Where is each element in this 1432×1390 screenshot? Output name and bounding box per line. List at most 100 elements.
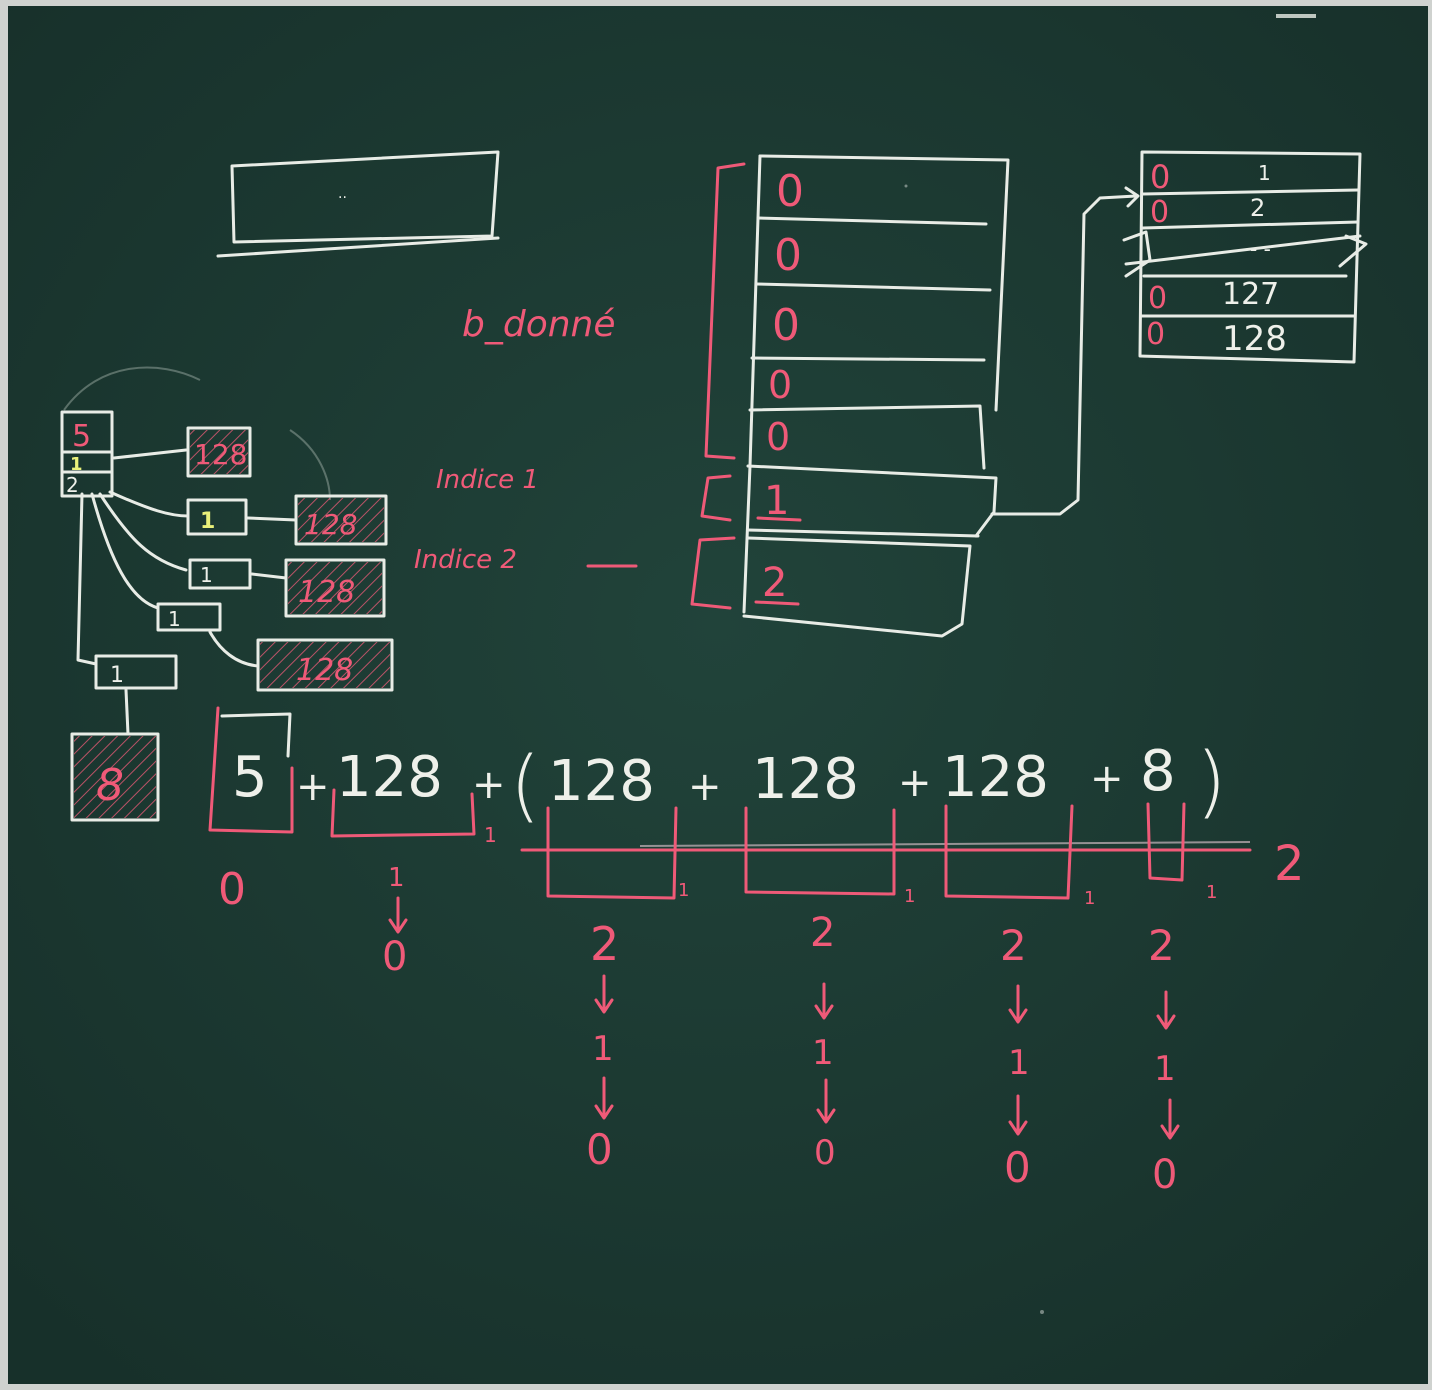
leaf-value-3: 128: [296, 653, 353, 688]
main-cell-5: 0: [766, 415, 790, 459]
seq2-two: 2: [810, 910, 835, 956]
indirect-block-2: [188, 558, 252, 590]
formula-close-paren: ): [1196, 737, 1226, 827]
leaf-block-2: [284, 558, 386, 618]
level1-block: [186, 426, 252, 478]
right-row-2-left: 0: [1150, 195, 1169, 230]
formula: 5 + 128 + ( 128 + 128 + 128 + 8 ) 1 2 1 …: [208, 706, 1305, 1198]
chalk-piece: [1276, 14, 1316, 18]
bracket-128a: [330, 788, 476, 838]
formula-plus-5: +: [1090, 756, 1124, 802]
main-cell-4: 0: [768, 363, 792, 407]
tag-8: 1: [1206, 882, 1217, 903]
sequence-column-1: 2 1 0: [586, 917, 619, 1174]
root-block: [60, 410, 114, 498]
indice2-bracket: [690, 536, 736, 610]
formula-plus-4: +: [898, 760, 932, 806]
level1-value: 128: [194, 438, 247, 471]
right-row-5-right: 128: [1222, 319, 1287, 359]
formula-open-paren: (: [510, 741, 540, 831]
right-row-3-right: - -: [1250, 237, 1271, 261]
seq1-one: 1: [592, 1029, 614, 1069]
seq3-two: 2: [1000, 921, 1027, 970]
main-cell-7: 2: [762, 560, 787, 606]
bracket-128c: [744, 806, 896, 896]
indice1-label: Indice 1: [436, 465, 539, 495]
seq1-two: 2: [590, 917, 619, 971]
formula-term-128a: 128: [336, 745, 443, 810]
formula-plus-3: +: [688, 764, 722, 810]
right-table: 0 1 0 2 - - 0 127 0 128: [1122, 150, 1368, 364]
seq4-zero: 0: [1152, 1152, 1177, 1198]
sequence-column-4: 2 1 0: [1148, 921, 1180, 1198]
label-under-128a-top: 1: [388, 863, 405, 893]
main-cell-7-underline: [754, 600, 800, 606]
data-bracket: [704, 162, 746, 460]
seq4-two: 2: [1148, 921, 1175, 970]
right-row-1-right: 1: [1258, 161, 1271, 185]
formula-term-8: 8: [1140, 739, 1176, 804]
main-cell-6-underline: [756, 516, 802, 522]
sequence-column-3: 2 1 0: [1000, 921, 1031, 1192]
formula-term-128d: 128: [942, 745, 1049, 810]
indirect-cell-2: 1: [200, 563, 213, 587]
main-cell-1: 0: [776, 166, 804, 217]
seq1-zero: 0: [586, 1125, 613, 1174]
formula-term-128b: 128: [548, 749, 655, 814]
table-link-arrowhead: [1124, 186, 1140, 208]
leaf-value-1: 128: [304, 508, 357, 541]
formula-plus-2: +: [472, 762, 506, 808]
bracket-5: [208, 706, 294, 834]
indirect-block-1: [186, 498, 248, 536]
right-row-4-left: 0: [1148, 281, 1167, 316]
leaf-block-1: [294, 494, 388, 546]
seq3-zero: 0: [1004, 1143, 1031, 1192]
bracket-8: [1146, 802, 1186, 882]
tag-128d: 1: [1084, 888, 1095, 909]
indirect-cell-4: 1: [110, 663, 124, 688]
bottom-leaf-block: [70, 732, 160, 822]
bdonnee-label: b_donné: [462, 304, 616, 345]
formula-term-128c: 128: [752, 747, 859, 812]
right-row-2-right: 2: [1250, 194, 1265, 222]
root-cell-1: 5: [72, 419, 91, 454]
table-link-arrow: [990, 194, 1138, 516]
indirect-cell-1: 1: [200, 509, 215, 534]
leaf-value-2: 128: [298, 575, 355, 610]
leaf-block-3: [256, 638, 394, 692]
root-cell-2: 1: [70, 454, 83, 475]
main-cell-3: 0: [772, 300, 800, 351]
formula-term-5: 5: [232, 745, 268, 810]
label-under-128a-bottom: 0: [382, 934, 407, 980]
bottom-leaf-value: 8: [96, 760, 124, 811]
right-row-4-right: 127: [1222, 277, 1279, 312]
seq3-one: 1: [1008, 1043, 1030, 1083]
indirect-cell-3: 1: [168, 607, 181, 631]
indice2-label: Indice 2: [414, 545, 517, 575]
top-box: ..: [216, 150, 500, 258]
seq2-zero: 0: [814, 1133, 836, 1173]
top-box-text: ..: [338, 186, 347, 202]
tag-128a: 1: [484, 823, 497, 847]
tag-128b: 1: [678, 880, 689, 901]
long-underline-label: 2: [1274, 836, 1305, 892]
right-row-1-left: 0: [1150, 158, 1170, 196]
formula-plus-1: +: [296, 764, 330, 810]
indirect-block-3: [156, 602, 222, 632]
main-cell-6: 1: [764, 478, 789, 524]
right-row-5-left: 0: [1146, 317, 1165, 352]
seq2-one: 1: [812, 1033, 834, 1073]
sequence-column-2: 2 1 0: [810, 910, 836, 1173]
tag-128c: 1: [904, 886, 915, 907]
seq4-one: 1: [1154, 1049, 1176, 1089]
inode-tree: 5 1 2 128 1 128 1 128 1 128: [60, 366, 394, 822]
bracket-128b: [546, 806, 678, 900]
root-cell-3: 2: [66, 473, 79, 497]
board-surface: [8, 6, 1428, 1384]
main-cell-2: 0: [774, 230, 802, 281]
indirect-block-4: [94, 654, 178, 690]
main-table: 0 0 0 0 0 1 2: [742, 154, 1010, 638]
bracket-128d: [944, 804, 1074, 900]
indice1-bracket: [700, 474, 732, 522]
